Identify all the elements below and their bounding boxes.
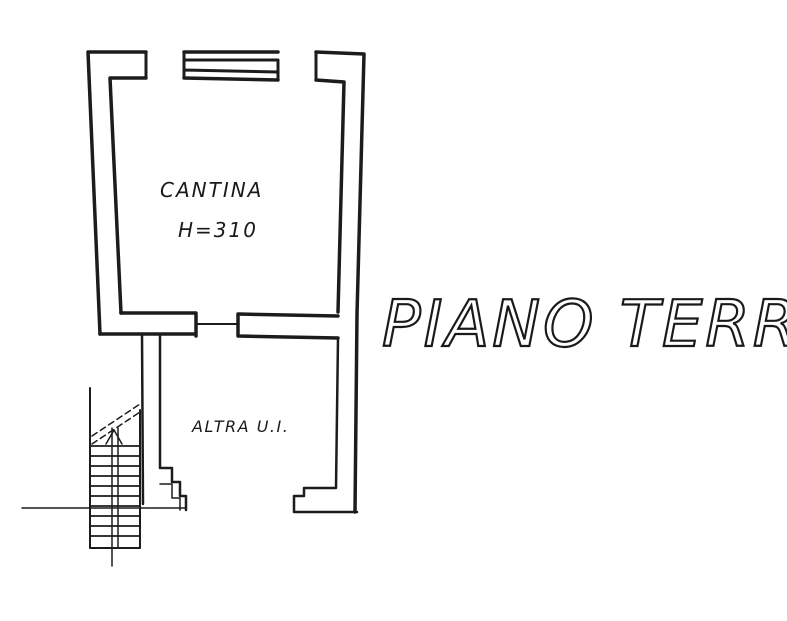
other-unit-walls (140, 332, 359, 514)
floor-title: PIANO TERRA (382, 288, 787, 362)
cantina-label: CANTINA (160, 178, 263, 202)
other-unit-label: ALTRA U.I. (191, 417, 289, 436)
cantina-walls (86, 50, 366, 514)
cantina-height-label: H=310 (178, 218, 258, 242)
staircase (89, 387, 141, 567)
